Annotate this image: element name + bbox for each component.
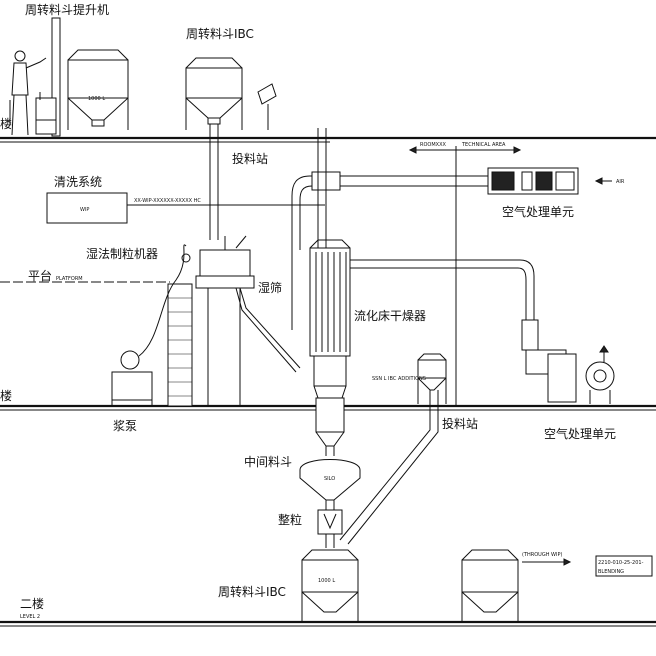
floor-top-label: 楼 <box>0 116 12 131</box>
ahu-bottom-label: 空气处理单元 <box>544 426 616 441</box>
air-handling-unit-top <box>487 167 579 195</box>
wet-granulator-label: 湿法制粒机器 <box>86 246 158 261</box>
level-2-label: LEVEL 2 <box>20 614 40 620</box>
air-label: AIR <box>616 179 625 185</box>
ibc-additions-label: SSN L IBC ADDITIONS <box>372 376 426 382</box>
ahu-top-label: 空气处理单元 <box>502 204 574 219</box>
sizing-mill <box>317 500 343 548</box>
fluid-bed-dryer-label: 流化床干燥器 <box>354 309 426 323</box>
silo-label: SILO <box>324 476 335 482</box>
ibc-bottom-right <box>461 549 519 622</box>
wet-granulator <box>181 235 255 289</box>
blending-label: BLENDING <box>598 569 624 575</box>
exhaust-duct <box>317 128 567 375</box>
operator-figure <box>9 50 47 136</box>
fluid-bed-dryer <box>309 239 351 399</box>
feed-station-2-label: 投料站 <box>442 416 478 431</box>
platform-en-label: PLATFORM <box>56 276 83 282</box>
floor-2-cn-label: 二楼 <box>20 596 44 611</box>
intermediate-hopper <box>299 446 361 501</box>
ibc-lift <box>35 17 61 137</box>
lift-label: 周转料斗提升机 <box>25 2 109 17</box>
dryer-leg <box>315 397 345 447</box>
ibc-additions-station <box>417 353 447 404</box>
ibc-bottom-left <box>301 549 359 622</box>
floor-middle-label: 楼 <box>0 388 12 403</box>
feed-station-1-label: 投料站 <box>232 151 268 166</box>
ibc-top-label: 周转料斗IBC <box>186 26 254 41</box>
wip-box <box>46 192 128 224</box>
slurry-hose <box>138 244 187 357</box>
platform-structure <box>167 283 241 407</box>
sizing-label: 整粒 <box>278 512 302 527</box>
slurry-pump-label: 浆泵 <box>113 418 137 433</box>
feed-pipe-1 <box>209 124 219 240</box>
intermediate-hopper-label: 中间料斗 <box>244 454 292 469</box>
sign-stand <box>257 83 277 130</box>
ibc-top <box>185 57 243 130</box>
wet-sieve-label: 湿筛 <box>258 280 282 295</box>
air-handling-unit-bottom <box>547 345 615 404</box>
cleaning-system-label: 清洗系统 <box>54 175 102 189</box>
wip-label: WIP <box>80 207 89 213</box>
ibc-on-lift <box>67 49 129 130</box>
feed-pipe-2 <box>339 390 431 541</box>
wip-pipe-code: XX-WIP-XXXXXX-XXXXX HC <box>134 198 201 204</box>
blending-box <box>595 555 653 577</box>
platform-cn-label: 平台 <box>28 268 52 283</box>
granulator-transfer-pipe <box>235 287 297 373</box>
floor-bottom <box>0 620 656 627</box>
room-label: ROOMXXX <box>420 142 447 148</box>
floor-top <box>0 136 656 143</box>
blending-code: 2210-010-25-201- <box>598 560 644 566</box>
ibc-capacity-top: 1000 L <box>88 96 105 102</box>
ibc-capacity-bottom: 1000 L <box>318 578 335 584</box>
slurry-pump <box>111 350 153 406</box>
ibc-bottom-label: 周转料斗IBC <box>218 584 286 599</box>
technical-area-label: TECHNICAL AREA <box>461 142 506 148</box>
through-wip-label: (THROUGH WIP) <box>522 552 562 558</box>
